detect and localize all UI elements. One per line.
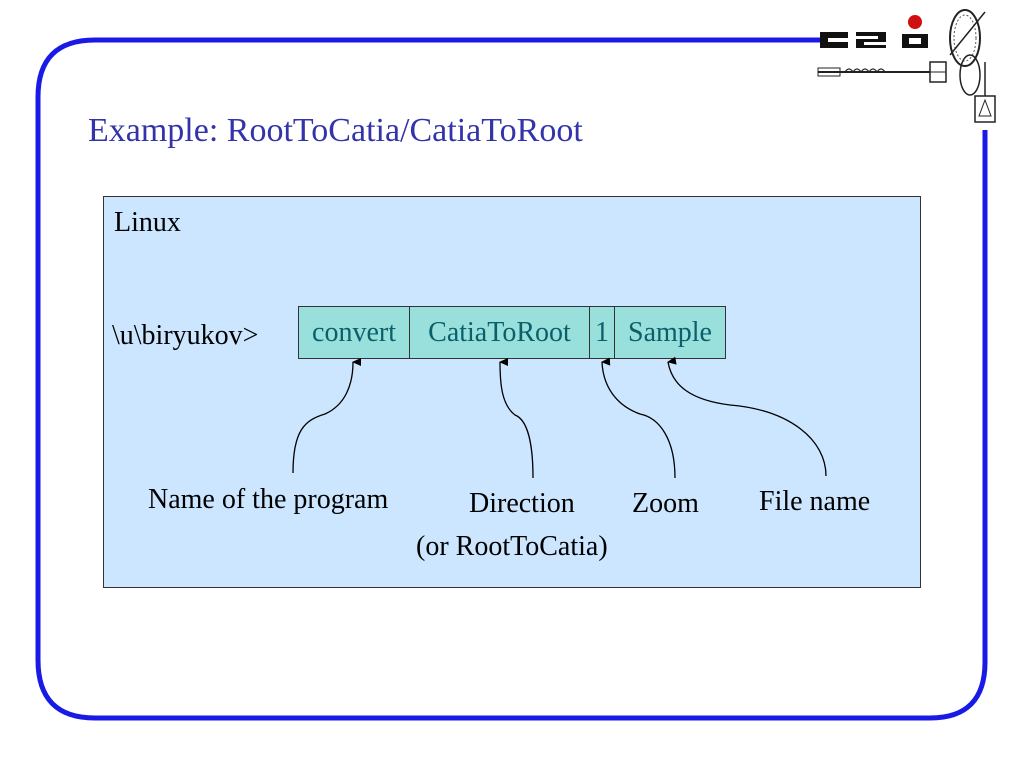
command-file-cell: Sample	[614, 306, 726, 359]
callout-program: Name of the program	[148, 484, 389, 515]
command-zoom-cell: 1	[589, 306, 615, 359]
slide-title: Example: RootToCatia/CatiaToRoot	[88, 112, 583, 149]
arrow-file	[667, 356, 827, 477]
callout-file: File name	[759, 486, 871, 517]
command-program-cell: convert	[298, 306, 410, 359]
arrow-direction	[499, 357, 534, 479]
callout-zoom: Zoom	[632, 488, 699, 519]
arrow-program	[292, 358, 362, 474]
command-direction-cell: CatiaToRoot	[409, 306, 590, 359]
callout-direction: Direction	[469, 488, 575, 519]
terminal-panel	[103, 196, 921, 588]
arrow-zoom	[601, 357, 676, 479]
callout-direction-alt: (or RootToCatia)	[416, 531, 608, 562]
os-label: Linux	[114, 207, 181, 238]
gsi-accelerator-logo-icon	[817, 9, 996, 123]
shell-prompt: \u\biryukov>	[112, 320, 259, 351]
frame-border	[35, 37, 988, 721]
